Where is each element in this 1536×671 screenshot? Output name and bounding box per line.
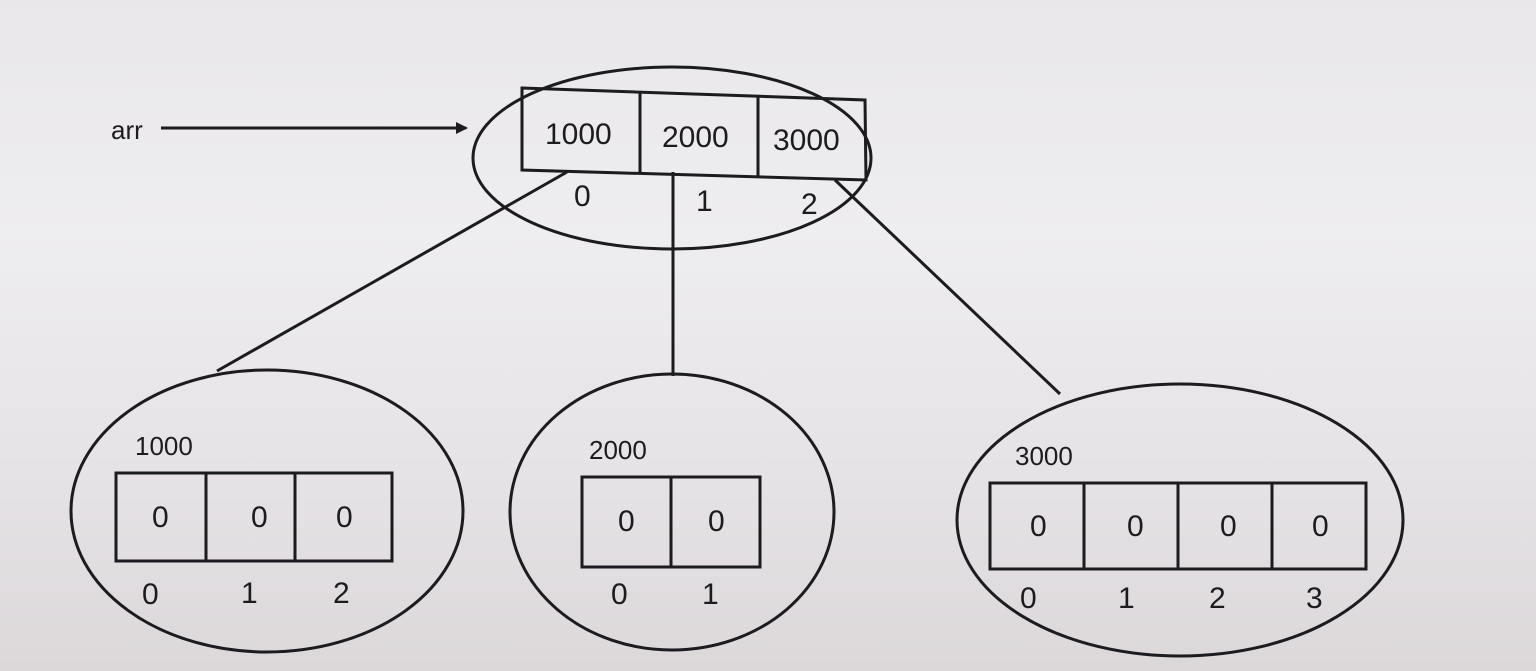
sub-array-2-index-2: 2 xyxy=(1209,582,1226,615)
sub-array-2-index-1: 1 xyxy=(1118,582,1135,615)
sub-array-2-index-3: 3 xyxy=(1306,582,1323,615)
sub-array-1-cell-1: 0 xyxy=(708,505,725,538)
top-array-cell-2: 3000 xyxy=(773,124,840,157)
sub-array-1-index-0: 0 xyxy=(611,578,628,611)
sub-array-1-index-1: 1 xyxy=(702,578,719,611)
top-array-box xyxy=(520,86,868,182)
sub-array-ellipse-2 xyxy=(955,382,1405,658)
sub-array-2-cell-0: 0 xyxy=(1030,510,1047,543)
top-array-cell-0: 1000 xyxy=(545,118,612,151)
connector-line-0 xyxy=(216,170,568,373)
sub-array-0-index-0: 0 xyxy=(142,578,159,611)
sub-array-0-cell-0: 0 xyxy=(152,501,169,534)
sub-array-address-2: 3000 xyxy=(1015,441,1073,471)
sub-array-2-cell-1: 0 xyxy=(1127,510,1144,543)
sub-array-ellipse-0 xyxy=(69,368,465,654)
top-array-ellipse xyxy=(471,65,873,251)
sub-array-0-cell-2: 0 xyxy=(336,501,353,534)
sub-array-address-0: 1000 xyxy=(135,431,193,461)
sub-array-0-cell-1: 0 xyxy=(251,501,268,534)
sub-array-2-cell-3: 0 xyxy=(1312,510,1329,543)
top-array-index-1: 1 xyxy=(696,185,713,218)
connector-line-2 xyxy=(833,178,1062,396)
sub-array-1-cell-0: 0 xyxy=(618,505,635,538)
sub-array-2-index-0: 0 xyxy=(1020,582,1037,615)
pointer-label: arr xyxy=(111,115,143,145)
sub-array-node-0: 1000 0 0 0 0 1 2 xyxy=(69,368,465,654)
top-array-index-0: 0 xyxy=(574,180,591,213)
sub-array-0-index-1: 1 xyxy=(241,577,258,610)
sub-array-node-1: 2000 0 0 0 1 xyxy=(508,372,836,652)
sub-array-address-1: 2000 xyxy=(589,435,647,465)
top-array-cell-1: 2000 xyxy=(662,121,729,154)
sub-array-ellipse-1 xyxy=(508,372,836,652)
sub-array-box-0 xyxy=(114,471,394,563)
sub-array-2-cell-2: 0 xyxy=(1220,510,1237,543)
sub-array-0-index-2: 2 xyxy=(333,577,350,610)
top-array-index-2: 2 xyxy=(801,188,818,221)
top-array-node: 1000 2000 3000 0 1 2 xyxy=(471,65,873,251)
sub-array-node-2: 3000 0 0 0 0 0 1 2 3 xyxy=(955,382,1405,658)
